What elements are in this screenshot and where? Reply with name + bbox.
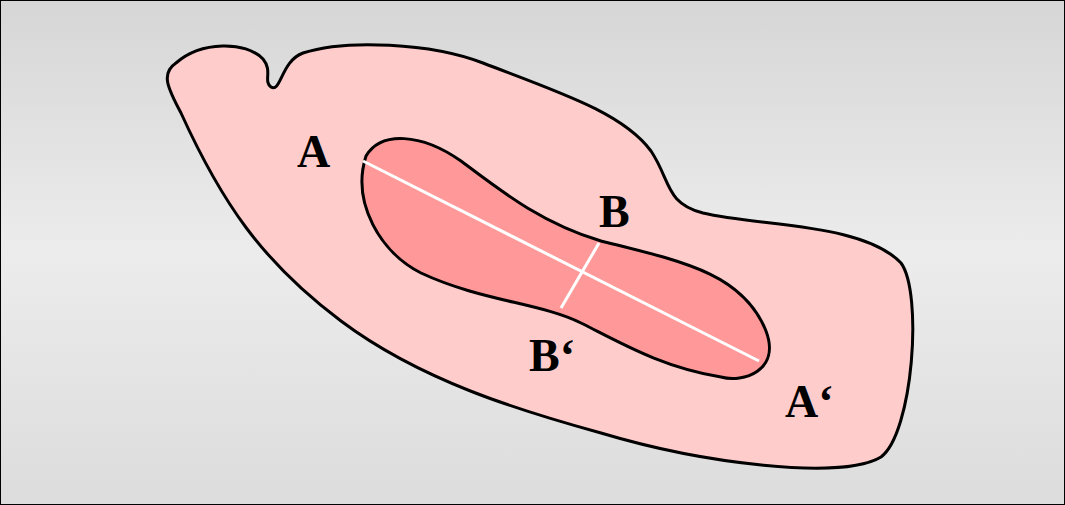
outer-region xyxy=(167,45,913,468)
point-label: A‘ xyxy=(785,379,834,425)
section-line-b xyxy=(561,243,599,308)
section-line-a xyxy=(363,161,759,361)
point-label: B‘ xyxy=(529,333,575,379)
point-label: A xyxy=(297,129,330,175)
inner-region xyxy=(362,139,769,379)
point-label: B xyxy=(599,189,630,235)
